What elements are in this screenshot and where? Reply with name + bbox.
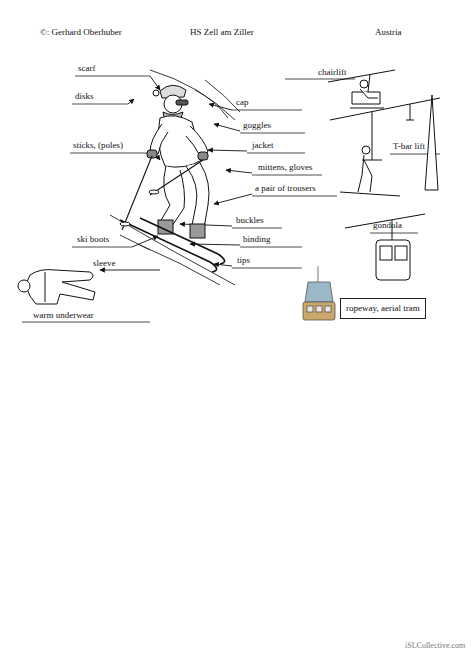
part-label: warm underwear bbox=[33, 310, 94, 321]
leader-arrows bbox=[100, 76, 252, 270]
country-name: Austria bbox=[375, 27, 402, 38]
part-label: a pair of trousers bbox=[255, 183, 316, 194]
caption-box: ropeway, aerial tram bbox=[340, 298, 426, 319]
cable-car-icon bbox=[303, 266, 335, 320]
part-label: disks bbox=[75, 91, 94, 102]
part-label: mittens, gloves bbox=[258, 162, 313, 173]
part-label: sleeve bbox=[93, 258, 116, 269]
lift-label: gondola bbox=[373, 220, 402, 231]
part-label: ski boots bbox=[77, 234, 109, 245]
part-label: cap bbox=[236, 97, 249, 108]
slope bbox=[110, 70, 240, 285]
box-text: ropeway, aerial tram bbox=[346, 303, 420, 314]
skier bbox=[120, 85, 225, 272]
part-label: buckles bbox=[236, 215, 264, 226]
school-name: HS Zell am Ziller bbox=[190, 27, 254, 38]
underlines bbox=[22, 76, 440, 322]
watermark: iSLCollective.com bbox=[405, 640, 465, 651]
lift-label: T-bar lift bbox=[393, 141, 425, 152]
lift-label: chairlift bbox=[318, 67, 347, 78]
underwear-figure bbox=[18, 270, 95, 304]
t-bar-lift-sketch bbox=[330, 95, 440, 196]
gondola-sketch bbox=[345, 214, 425, 280]
part-label: goggles bbox=[243, 120, 271, 131]
part-label: scarf bbox=[78, 63, 96, 74]
author-credit: ©: Gerhard Oberhuber bbox=[40, 27, 122, 38]
part-label: jacket bbox=[252, 140, 274, 151]
part-label: binding bbox=[243, 234, 271, 245]
part-label: sticks, (poles) bbox=[73, 140, 123, 151]
part-label: tips bbox=[237, 255, 250, 266]
